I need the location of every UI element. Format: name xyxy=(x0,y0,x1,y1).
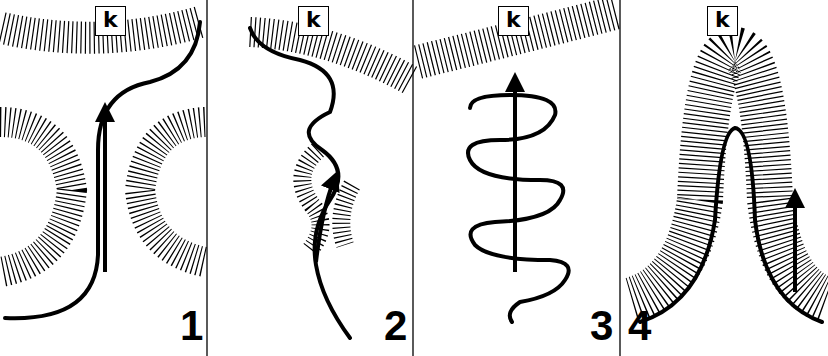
node-label: k xyxy=(506,8,521,32)
direction-arrows xyxy=(105,82,795,292)
node-label: k xyxy=(715,8,730,32)
panel-number: 2 xyxy=(384,304,407,348)
route-lines xyxy=(5,22,822,338)
panel-number: 4 xyxy=(628,304,651,348)
k-box: k xyxy=(298,6,329,36)
k-box: k xyxy=(95,6,126,36)
node-label: k xyxy=(103,8,118,32)
node-label: k xyxy=(306,8,321,32)
panel-dividers xyxy=(207,0,620,356)
hatched-slopes xyxy=(0,12,826,300)
panel-number: 3 xyxy=(590,304,613,348)
k-box: k xyxy=(707,6,738,36)
k-box: k xyxy=(498,6,529,36)
panel-number: 1 xyxy=(180,304,203,348)
